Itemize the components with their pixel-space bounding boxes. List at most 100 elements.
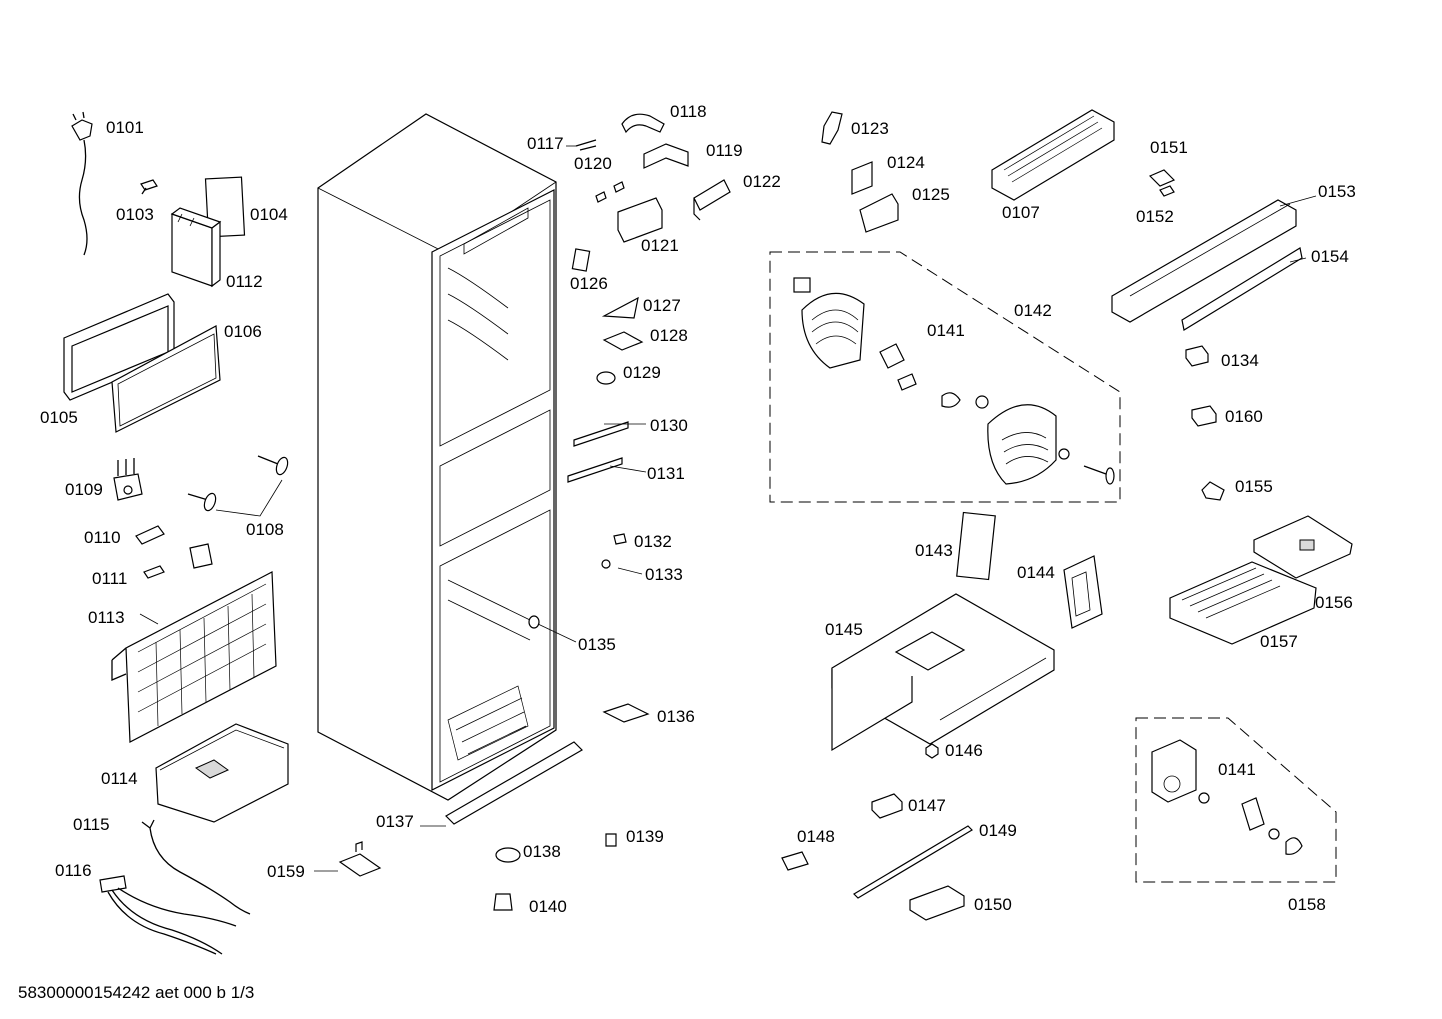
label-0156: 0156 — [1315, 593, 1353, 612]
label-0133: 0133 — [645, 565, 683, 584]
clip-part-0147 — [871, 793, 903, 819]
label-0138: 0138 — [523, 842, 561, 861]
cable-part-0115 — [141, 819, 251, 915]
washer-part-0158b — [1268, 828, 1280, 840]
cover-part-0125 — [859, 193, 899, 233]
cover-part-0121 — [617, 197, 663, 243]
label-0127: 0127 — [643, 296, 681, 315]
kickplate-part — [445, 741, 583, 825]
plate-part-0128 — [602, 331, 644, 351]
fan-group-boundary — [769, 251, 1121, 503]
label-0141b: 0141 — [1218, 760, 1256, 779]
label-0154: 0154 — [1311, 247, 1349, 266]
evaporator-grid-part — [111, 571, 277, 743]
seal-part-0126 — [571, 248, 591, 272]
bracket-part-0136 — [602, 703, 650, 723]
wedge-part-0127 — [601, 296, 639, 319]
washer-part-0158 — [1198, 792, 1210, 804]
label-0137: 0137 — [376, 812, 414, 831]
strip-part-0154 — [1181, 247, 1303, 331]
display-panel-part — [1063, 555, 1103, 629]
clip-part-0110 — [135, 525, 165, 545]
label-0131: 0131 — [647, 464, 685, 483]
bracket-part-0122 — [693, 179, 731, 221]
drawer-cover-part-0156 — [1253, 515, 1353, 579]
refrigerator-cabinet — [317, 113, 557, 801]
label-0121: 0121 — [641, 236, 679, 255]
fan-housing-part — [793, 277, 865, 369]
rail-part-0130 — [573, 421, 629, 447]
label-0140: 0140 — [529, 897, 567, 916]
label-0126: 0126 — [570, 274, 608, 293]
label-0145: 0145 — [825, 620, 863, 639]
label-0146: 0146 — [945, 741, 983, 760]
grommet-part-0129 — [596, 371, 616, 385]
power-cord-part — [71, 111, 93, 256]
screw-part-0139 — [605, 833, 617, 847]
screw-part-0103 — [140, 179, 158, 195]
label-0132: 0132 — [634, 532, 672, 551]
label-0117: 0117 — [527, 134, 564, 153]
screws-part-0108 — [187, 455, 289, 517]
pad-part-0150 — [909, 885, 965, 921]
label-0147: 0147 — [908, 796, 946, 815]
fan-cover-part — [987, 404, 1057, 485]
label-0113: 0113 — [88, 608, 125, 627]
label-0104: 0104 — [250, 205, 288, 224]
label-0141a: 0141 — [927, 321, 965, 340]
small-part-0111 — [143, 565, 165, 579]
light-bar-part-0153 — [1111, 199, 1297, 323]
handle-part-0118 — [621, 113, 665, 134]
leader-lines — [139, 145, 1317, 872]
label-0111: 0111 — [92, 569, 127, 588]
label-0125: 0125 — [912, 185, 950, 204]
label-0128: 0128 — [650, 326, 688, 345]
label-0105: 0105 — [40, 408, 78, 427]
label-0153: 0153 — [1318, 182, 1356, 201]
foot-part-0140 — [493, 893, 513, 911]
drawer-part-0157 — [1169, 561, 1317, 645]
label-0114: 0114 — [101, 769, 138, 788]
screw-head-part-fan — [1105, 467, 1115, 485]
thermostat-part — [113, 458, 143, 501]
cover-plate-part — [189, 543, 213, 569]
label-0152: 0152 — [1136, 207, 1174, 226]
connector-part-0151 — [1148, 169, 1176, 187]
foot-part-0138 — [495, 847, 521, 863]
screws-part-0120 — [595, 181, 625, 203]
label-0157: 0157 — [1260, 632, 1298, 651]
plug-part-0135 — [528, 615, 540, 629]
lamp-part-0155 — [1201, 481, 1225, 501]
label-0112: 0112 — [226, 272, 263, 291]
part-labels: 0101 0103 0104 0112 0106 0105 0109 0108 … — [40, 102, 1356, 916]
fan-hub-part — [975, 395, 989, 409]
connector-part-0152 — [1159, 185, 1175, 197]
washer-part-fan — [1058, 448, 1070, 460]
clip-part-0148 — [781, 851, 809, 871]
switch-part-0160 — [1191, 405, 1217, 427]
label-0108: 0108 — [246, 520, 284, 539]
label-0101: 0101 — [106, 118, 144, 137]
washer-part-0133 — [601, 559, 611, 569]
gasket-part — [111, 325, 221, 433]
label-0150: 0150 — [974, 895, 1012, 914]
motor-unit-part-0158 — [1151, 739, 1197, 803]
document-code: 58300000154242 aet 000 b 1/3 — [18, 983, 254, 1002]
fan-motor-part — [897, 373, 917, 391]
label-0122: 0122 — [743, 172, 781, 191]
hinge-part-0119 — [643, 143, 689, 169]
screw-part-fan — [1083, 465, 1107, 475]
motor-part-0141b — [1241, 797, 1265, 831]
label-0118: 0118 — [670, 102, 707, 121]
label-0106: 0106 — [224, 322, 262, 341]
label-0135: 0135 — [578, 635, 616, 654]
label-part-0143 — [956, 511, 996, 581]
label-0109: 0109 — [65, 480, 103, 499]
label-0160: 0160 — [1225, 407, 1263, 426]
label-0107: 0107 — [1002, 203, 1040, 222]
label-0110: 0110 — [84, 528, 121, 547]
label-0143: 0143 — [915, 541, 953, 560]
label-0119: 0119 — [706, 141, 743, 160]
label-0124: 0124 — [887, 153, 925, 172]
